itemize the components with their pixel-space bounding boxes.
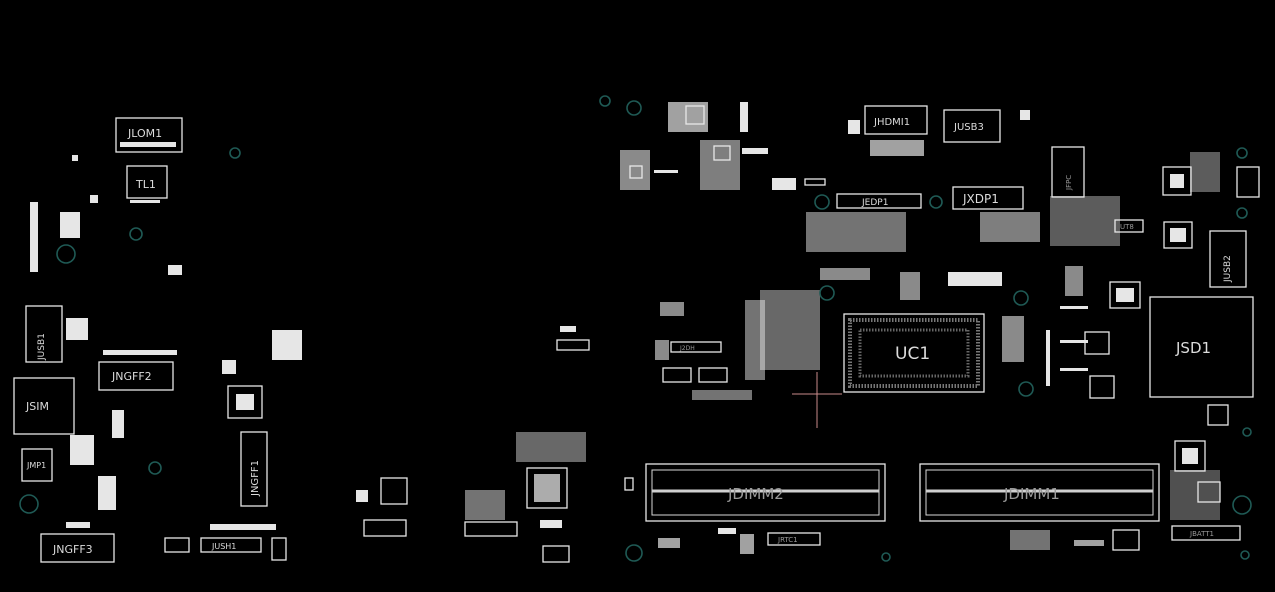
jngff3-label: JNGFF3 xyxy=(52,543,93,556)
jngff1-connector[interactable]: JNGFF1 xyxy=(240,431,268,507)
jsim-connector[interactable]: JSIM xyxy=(13,377,75,435)
jsim-label: JSIM xyxy=(25,400,49,413)
jngff2-connector[interactable]: JNGFF2 xyxy=(98,350,177,391)
jdimm2-slot[interactable]: JDIMM2 xyxy=(645,463,886,522)
jfpc-label: JFPC xyxy=(1065,175,1073,191)
mounting-hole xyxy=(929,195,943,209)
jxdp1-connector[interactable]: JXDP1 xyxy=(952,186,1024,210)
mounting-hole xyxy=(148,461,162,475)
jdimm1-slot[interactable]: JDIMM1 xyxy=(919,463,1160,522)
jxdp1-label: JXDP1 xyxy=(962,192,999,206)
ic-left-chip[interactable] xyxy=(227,385,263,419)
tl1-transformer[interactable]: TL1 xyxy=(126,165,168,203)
jngff2-label: JNGFF2 xyxy=(111,370,152,383)
mounting-hole xyxy=(1232,495,1252,515)
ut8-label: UT8 xyxy=(1120,223,1134,231)
jsd1-card-slot[interactable]: JSD1 xyxy=(1149,296,1254,398)
jusb1-connector[interactable]: JUSB1 xyxy=(25,305,63,363)
jlom1-connector[interactable]: JLOM1 xyxy=(115,117,183,153)
jbatt1-connector[interactable]: JBATT1 xyxy=(1171,525,1241,541)
mounting-hole xyxy=(1240,550,1250,560)
mounting-hole xyxy=(19,494,39,514)
tl1-label: TL1 xyxy=(135,178,156,191)
jdimm1-label: JDIMM1 xyxy=(1003,485,1060,503)
mounting-hole xyxy=(1242,427,1252,437)
jedp1-label: JEDP1 xyxy=(861,198,888,208)
mounting-hole xyxy=(599,95,611,107)
j2dh-connector[interactable]: J2DH xyxy=(670,341,722,353)
jlom1-label: JLOM1 xyxy=(127,127,162,140)
jrtc1-label: JRTC1 xyxy=(777,536,798,544)
mounting-hole xyxy=(881,552,891,562)
jusb3-connector[interactable]: JUSB3 xyxy=(943,109,1001,143)
jrtc1-connector[interactable]: JRTC1 xyxy=(767,532,821,546)
ic-middle-chip[interactable] xyxy=(526,467,568,509)
jbatt1-label: JBATT1 xyxy=(1189,530,1214,538)
jush1-connector[interactable]: JUSH1 xyxy=(200,537,262,553)
jusb2-connector[interactable]: JUSB2 xyxy=(1209,230,1247,288)
uc1-label: UC1 xyxy=(895,344,930,364)
ut8-chip[interactable]: UT8 xyxy=(1114,219,1144,233)
mounting-hole xyxy=(1013,290,1029,306)
jfpc-connector[interactable]: JFPC xyxy=(1051,146,1085,198)
mounting-hole xyxy=(1236,207,1248,219)
jush1-label: JUSH1 xyxy=(211,542,236,551)
mounting-hole xyxy=(819,285,835,301)
mounting-hole xyxy=(1018,381,1034,397)
mounting-hole xyxy=(229,147,241,159)
jngff3-connector[interactable]: JNGFF3 xyxy=(40,522,115,563)
jdimm2-label: JDIMM2 xyxy=(727,485,784,503)
mounting-hole xyxy=(814,194,830,210)
jsd1-label: JSD1 xyxy=(1175,339,1211,357)
jhdmi1-connector[interactable]: JHDMI1 xyxy=(864,105,928,135)
jmp1-jumper[interactable]: JMP1 xyxy=(21,448,53,482)
j2dh-label: J2DH xyxy=(679,345,695,352)
jmp1-label: JMP1 xyxy=(26,461,46,470)
jusb1-label: JUSB1 xyxy=(37,333,47,361)
uc1-processor[interactable]: UC1 xyxy=(843,313,985,393)
mounting-hole xyxy=(625,544,643,562)
mounting-hole xyxy=(1236,147,1248,159)
jusb2-label: JUSB2 xyxy=(1223,255,1233,283)
mounting-hole xyxy=(56,244,76,264)
mounting-hole xyxy=(626,100,642,116)
jusb3-label: JUSB3 xyxy=(953,122,984,133)
jedp1-connector[interactable]: JEDP1 xyxy=(836,193,922,209)
mounting-hole xyxy=(129,227,143,241)
jhdmi1-label: JHDMI1 xyxy=(873,117,910,128)
jngff1-label: JNGFF1 xyxy=(250,460,261,497)
